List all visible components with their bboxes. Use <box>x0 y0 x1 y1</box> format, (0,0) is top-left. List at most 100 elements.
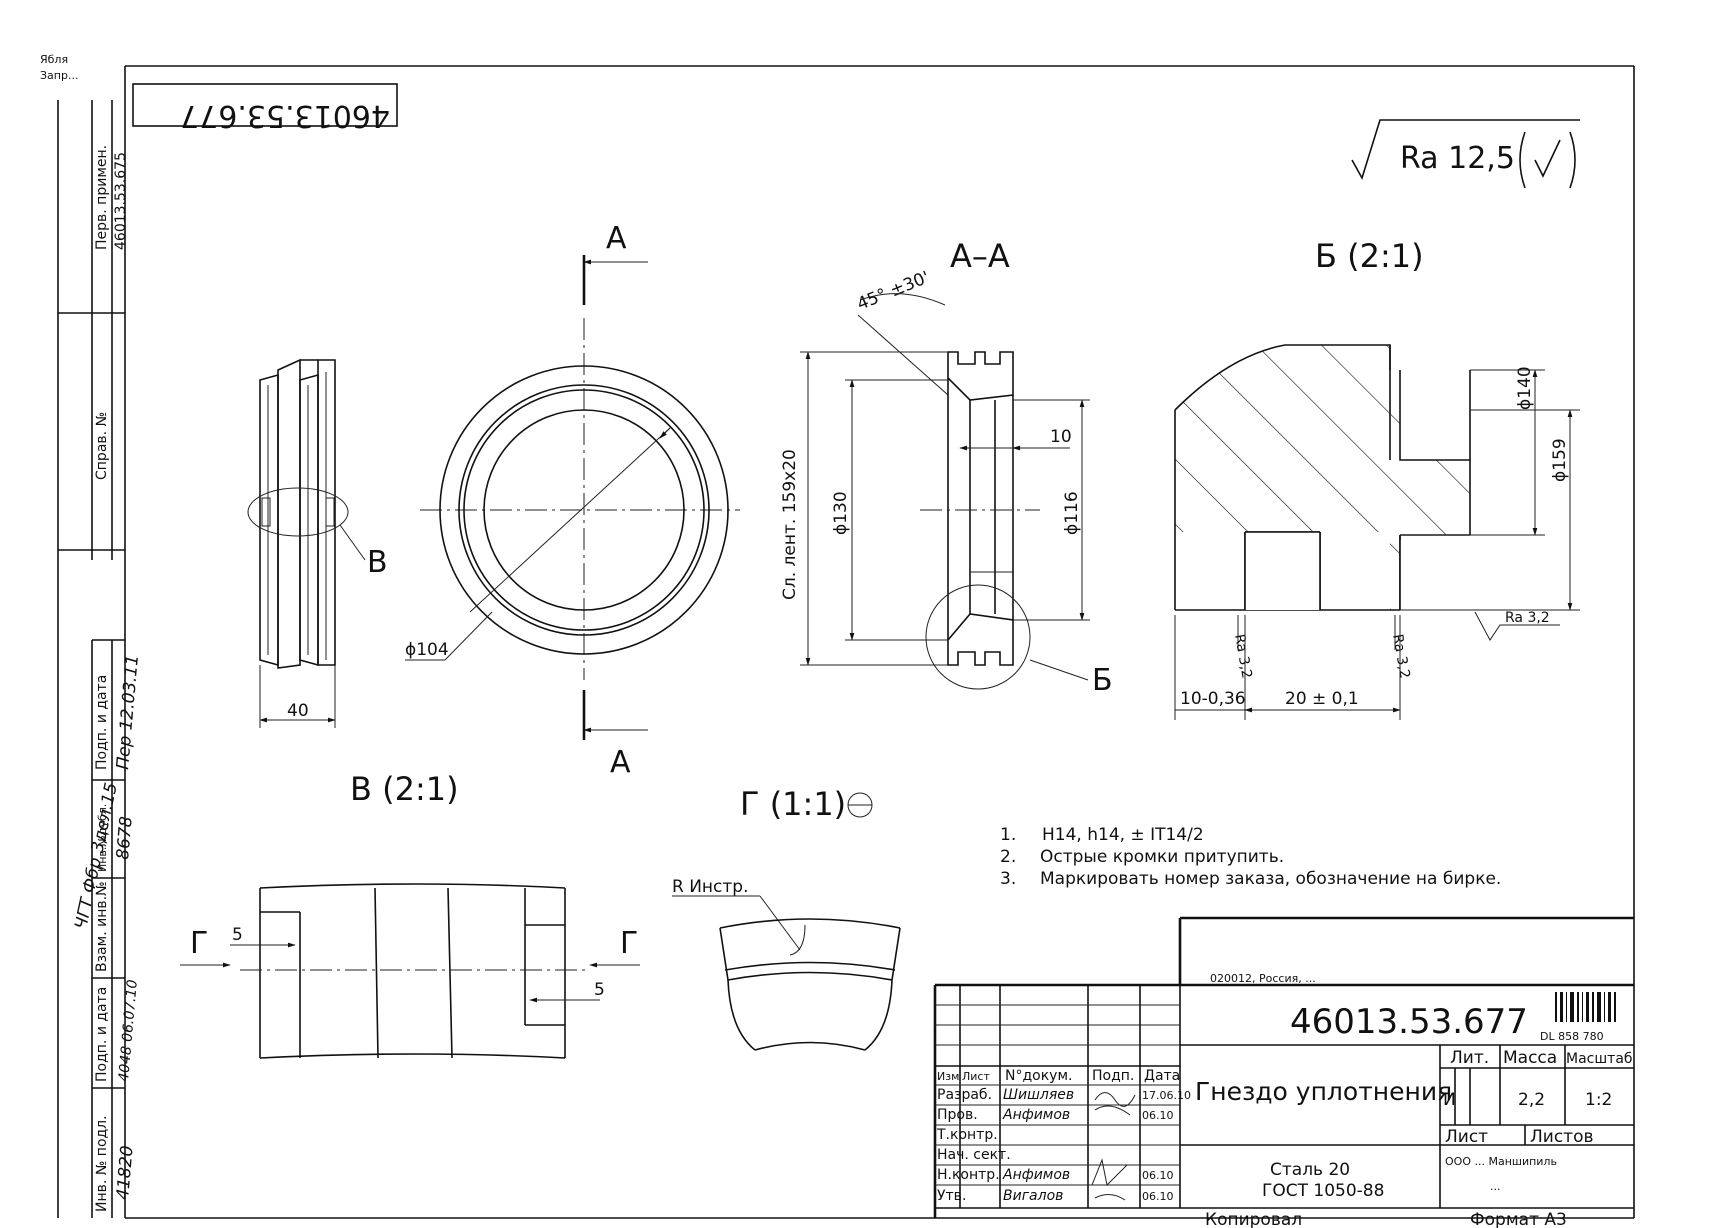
roughness-detail-b-3: Ra 3,2 <box>1505 610 1550 626</box>
note-3-text: Маркировать номер заказа, обозначение на… <box>1040 869 1501 889</box>
signature-razrab <box>1094 1092 1136 1116</box>
lit-label: Лит. <box>1450 1048 1489 1068</box>
mass-value: 2,2 <box>1518 1090 1545 1110</box>
company-line-2: ... <box>1490 1180 1501 1193</box>
dim-width-10: 10 <box>1050 427 1072 447</box>
barcode-text: DL 858 780 <box>1540 1030 1604 1043</box>
scale-value: 1:2 <box>1585 1090 1612 1110</box>
row-utv-role: Утв. <box>937 1188 966 1204</box>
document-number: 46013.53.677 <box>1290 1002 1528 1042</box>
detail-g-title: Г (1:1) <box>740 785 846 823</box>
detail-v-title: В (2:1) <box>350 770 459 808</box>
row-tkontr-role: Т.контр. <box>936 1127 998 1143</box>
row-nachsekt-role: Нач. сект. <box>937 1147 1011 1163</box>
row-utv-date: 06.10 <box>1142 1190 1174 1203</box>
note-3-num: 3. <box>1000 869 1016 889</box>
cut-label-a-top: А <box>606 221 627 256</box>
left-strip: Перв. примен. 46013.53.675 Справ. № Подп… <box>57 100 143 1218</box>
format-label: Формат А3 <box>1470 1210 1567 1228</box>
material-line-1: Сталь 20 <box>1270 1160 1350 1180</box>
cut-label-g-right: Г <box>620 926 638 961</box>
detail-v-view: В (2:1) Г Г 5 5 <box>180 770 640 1059</box>
vzam-inv-label: Взам. инв.№ <box>94 881 110 972</box>
dim-width-10-tol: 10-0,36 <box>1180 689 1246 709</box>
detail-b-title: Б (2:1) <box>1315 237 1424 275</box>
company-line-1: ООО ... Маншипиль <box>1445 1155 1557 1168</box>
row-prov-role: Пров. <box>937 1107 978 1123</box>
dim-width-20: 20 ± 0,1 <box>1285 689 1359 709</box>
sheet-label: Лист <box>1445 1127 1488 1147</box>
cut-label-g-left: Г <box>190 926 208 961</box>
sheets-label: Листов <box>1530 1127 1594 1147</box>
row-razrab-name: Шишляев <box>1003 1087 1074 1103</box>
detail-b-callout: Б <box>1092 663 1113 698</box>
dim-diameter-159: ϕ159 <box>1550 438 1570 482</box>
note-1-text: H14, h14, ± IT14/2 <box>1042 825 1204 845</box>
dim-band-159x20: Сл. лент. 159х20 <box>780 449 800 600</box>
top-left-label-1: Ябля <box>40 53 68 66</box>
roughness-detail-b-1: Ra 3,2 <box>1231 633 1255 680</box>
signature-nkontr <box>1091 1158 1128 1201</box>
mirrored-code: 46013.53.677 <box>180 98 390 133</box>
roughness-main-symbol: Ra 12,5 <box>1351 119 1580 189</box>
barcode: DL 858 780 <box>1540 992 1616 1043</box>
front-view: А А ϕ104 <box>405 221 740 780</box>
material-line-2: ГОСТ 1050-88 <box>1262 1181 1384 1201</box>
handwritten-note-2: Пер 12.03.11 <box>113 654 143 770</box>
r-instr-label: R Инстр. <box>672 877 749 897</box>
row-razrab-date: 17.06.10 <box>1142 1089 1191 1102</box>
stamp-text: 020012, Россия, ... <box>1210 972 1316 985</box>
perv-primen-label: Перв. примен. <box>94 145 110 250</box>
roughness-detail-b-2: Ra 3,2 <box>1389 633 1413 680</box>
dim-width-5-left: 5 <box>232 925 243 945</box>
podp-data-label: Подп. и дата <box>94 675 110 770</box>
handwritten-note-4: 4048 06.07.10 <box>116 979 141 1083</box>
lit-value: И <box>1443 1090 1456 1110</box>
col-list: Лист <box>962 1070 990 1083</box>
detail-g-view: Г (1:1) R Инстр. <box>672 785 901 1051</box>
side-view: В 40 <box>247 358 388 728</box>
scale-label: Масштаб <box>1566 1051 1633 1067</box>
angle-45: 45° ±30' <box>854 268 932 315</box>
perv-primen-value: 46013.53.675 <box>113 152 129 250</box>
cut-label-a-bottom: А <box>610 745 631 780</box>
row-nkontr-date: 06.10 <box>1142 1169 1174 1182</box>
part-name: Гнездо уплотнения <box>1195 1077 1452 1106</box>
title-block: Изм Лист N°докум. Подп. Дата Разраб. Шиш… <box>933 916 1634 1228</box>
sheet-frame <box>124 65 1635 1219</box>
dim-diameter-116: ϕ116 <box>1062 491 1082 535</box>
dim-diameter-104: ϕ104 <box>405 640 449 660</box>
technical-notes: 1. H14, h14, ± IT14/2 2. Острые кромки п… <box>1000 825 1501 889</box>
top-left-label-2: Запр... <box>40 69 78 82</box>
handwritten-note-3: 8678 <box>113 815 137 860</box>
row-razrab-role: Разраб. <box>937 1087 992 1103</box>
dim-diameter-140: ϕ140 <box>1515 366 1535 410</box>
row-nkontr-name: Анфимов <box>1002 1167 1070 1183</box>
roughness-main-value: Ra 12,5 <box>1400 141 1515 176</box>
col-ndoc: N°докум. <box>1005 1068 1072 1084</box>
inv-podl-label: Инв. № подл. <box>94 1115 110 1212</box>
sprav-label: Справ. № <box>94 412 110 480</box>
row-nkontr-role: Н.контр. <box>937 1167 1000 1183</box>
note-2-text: Острые кромки притупить. <box>1040 847 1284 867</box>
mirrored-code-box: 46013.53.677 <box>132 83 398 133</box>
mass-label: Масса <box>1503 1048 1557 1068</box>
dim-width-5-right: 5 <box>594 980 605 1000</box>
dim-width-40: 40 <box>287 701 309 721</box>
detail-v-callout: В <box>367 545 388 580</box>
section-aa-view: А–А 45° ±30' Сл. лент. 159х20 ϕ130 ϕ116 … <box>780 237 1113 698</box>
copied-label: Копировал <box>1205 1210 1302 1228</box>
inv-dubl-label: Инв.№дубл. <box>96 804 109 872</box>
detail-b-view: Б (2:1) ϕ140 ϕ159 Ra 3,2 Ra 3,2 Ra <box>1174 237 1580 720</box>
section-aa-title: А–А <box>950 237 1010 275</box>
note-1-num: 1. <box>1000 825 1016 845</box>
row-prov-name: Анфимов <box>1002 1107 1070 1123</box>
note-2-num: 2. <box>1000 847 1016 867</box>
dim-diameter-130: ϕ130 <box>831 491 851 535</box>
handwritten-note-5: 41820 <box>113 1145 138 1201</box>
col-data: Дата <box>1144 1068 1180 1084</box>
podp-data2-label: Подп. и дата <box>94 987 110 1082</box>
row-prov-date: 06.10 <box>1142 1109 1174 1122</box>
row-utv-name: Вигалов <box>1003 1188 1063 1204</box>
